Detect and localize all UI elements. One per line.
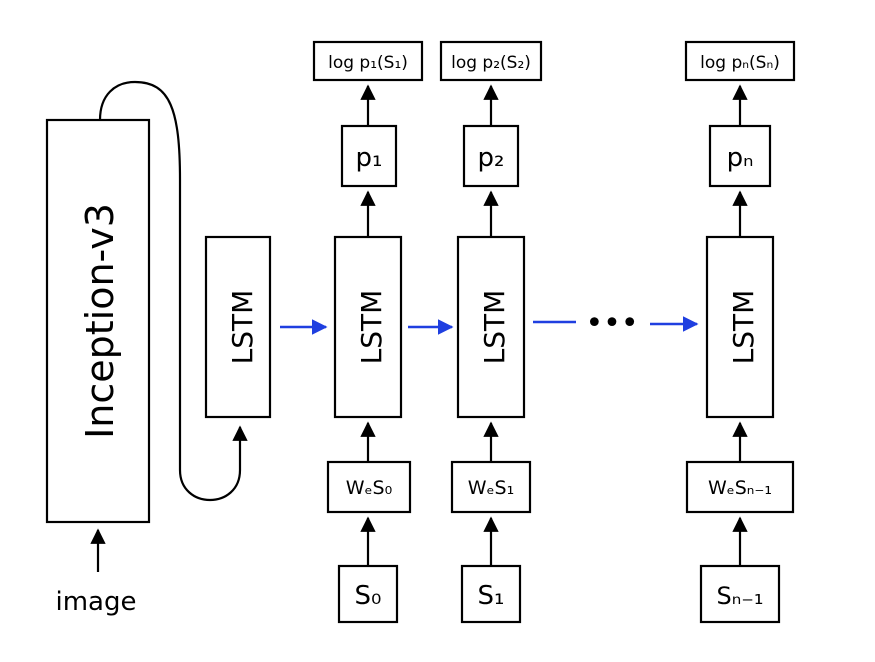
embed-label-1: WₑS₀	[346, 477, 392, 499]
output-box-2	[439, 40, 543, 82]
word-label-1: S₀	[355, 581, 382, 611]
lstm-n	[705, 235, 775, 419]
prob-box-n	[708, 124, 772, 188]
embed-box-1	[326, 460, 412, 514]
prob-label-1: p₁	[356, 143, 383, 173]
lstm-1	[333, 235, 403, 419]
embed-box-2	[450, 460, 532, 514]
output-box-1	[312, 40, 424, 82]
prob-box-2	[462, 124, 520, 188]
inception-v3-label: Inception-v3	[78, 203, 122, 439]
column-n: log pₙ(Sₙ) pₙ LSTM WₑSₙ₋₁ Sₙ₋₁	[684, 40, 796, 624]
output-label-1: log p₁(S₁)	[328, 53, 408, 73]
image-embedding-connector	[98, 80, 248, 502]
output-label-2: log p₂(S₂)	[451, 53, 531, 73]
word-label-2: S₁	[478, 581, 505, 611]
column-1: log p₁(S₁) p₁ LSTM WₑS₀ S₀	[312, 40, 424, 624]
word-label-n: Sₙ₋₁	[716, 582, 763, 610]
inception-v3-block	[45, 118, 151, 524]
word-box-2	[460, 564, 522, 624]
column-2: log p₂(S₂) p₂ LSTM WₑS₁ S₁	[439, 40, 543, 624]
lstm-initial-label: LSTM	[226, 290, 259, 365]
lstm-label-1: LSTM	[355, 290, 388, 365]
embed-label-n: WₑSₙ₋₁	[708, 477, 772, 499]
lstm-initial	[204, 235, 272, 419]
output-box-n	[684, 40, 796, 82]
embed-label-2: WₑS₁	[468, 477, 514, 499]
image-label: image	[56, 587, 137, 617]
prob-box-1	[340, 124, 398, 188]
lstm-label-n: LSTM	[727, 290, 760, 365]
prob-label-n: pₙ	[727, 143, 754, 173]
lstm-2	[456, 235, 526, 419]
prob-label-2: p₂	[478, 143, 505, 173]
ellipsis: •••	[585, 306, 638, 341]
lstm-label-2: LSTM	[478, 290, 511, 365]
embed-box-n	[685, 460, 795, 514]
word-box-n	[699, 564, 781, 624]
output-label-n: log pₙ(Sₙ)	[700, 53, 780, 73]
word-box-1	[337, 564, 399, 624]
